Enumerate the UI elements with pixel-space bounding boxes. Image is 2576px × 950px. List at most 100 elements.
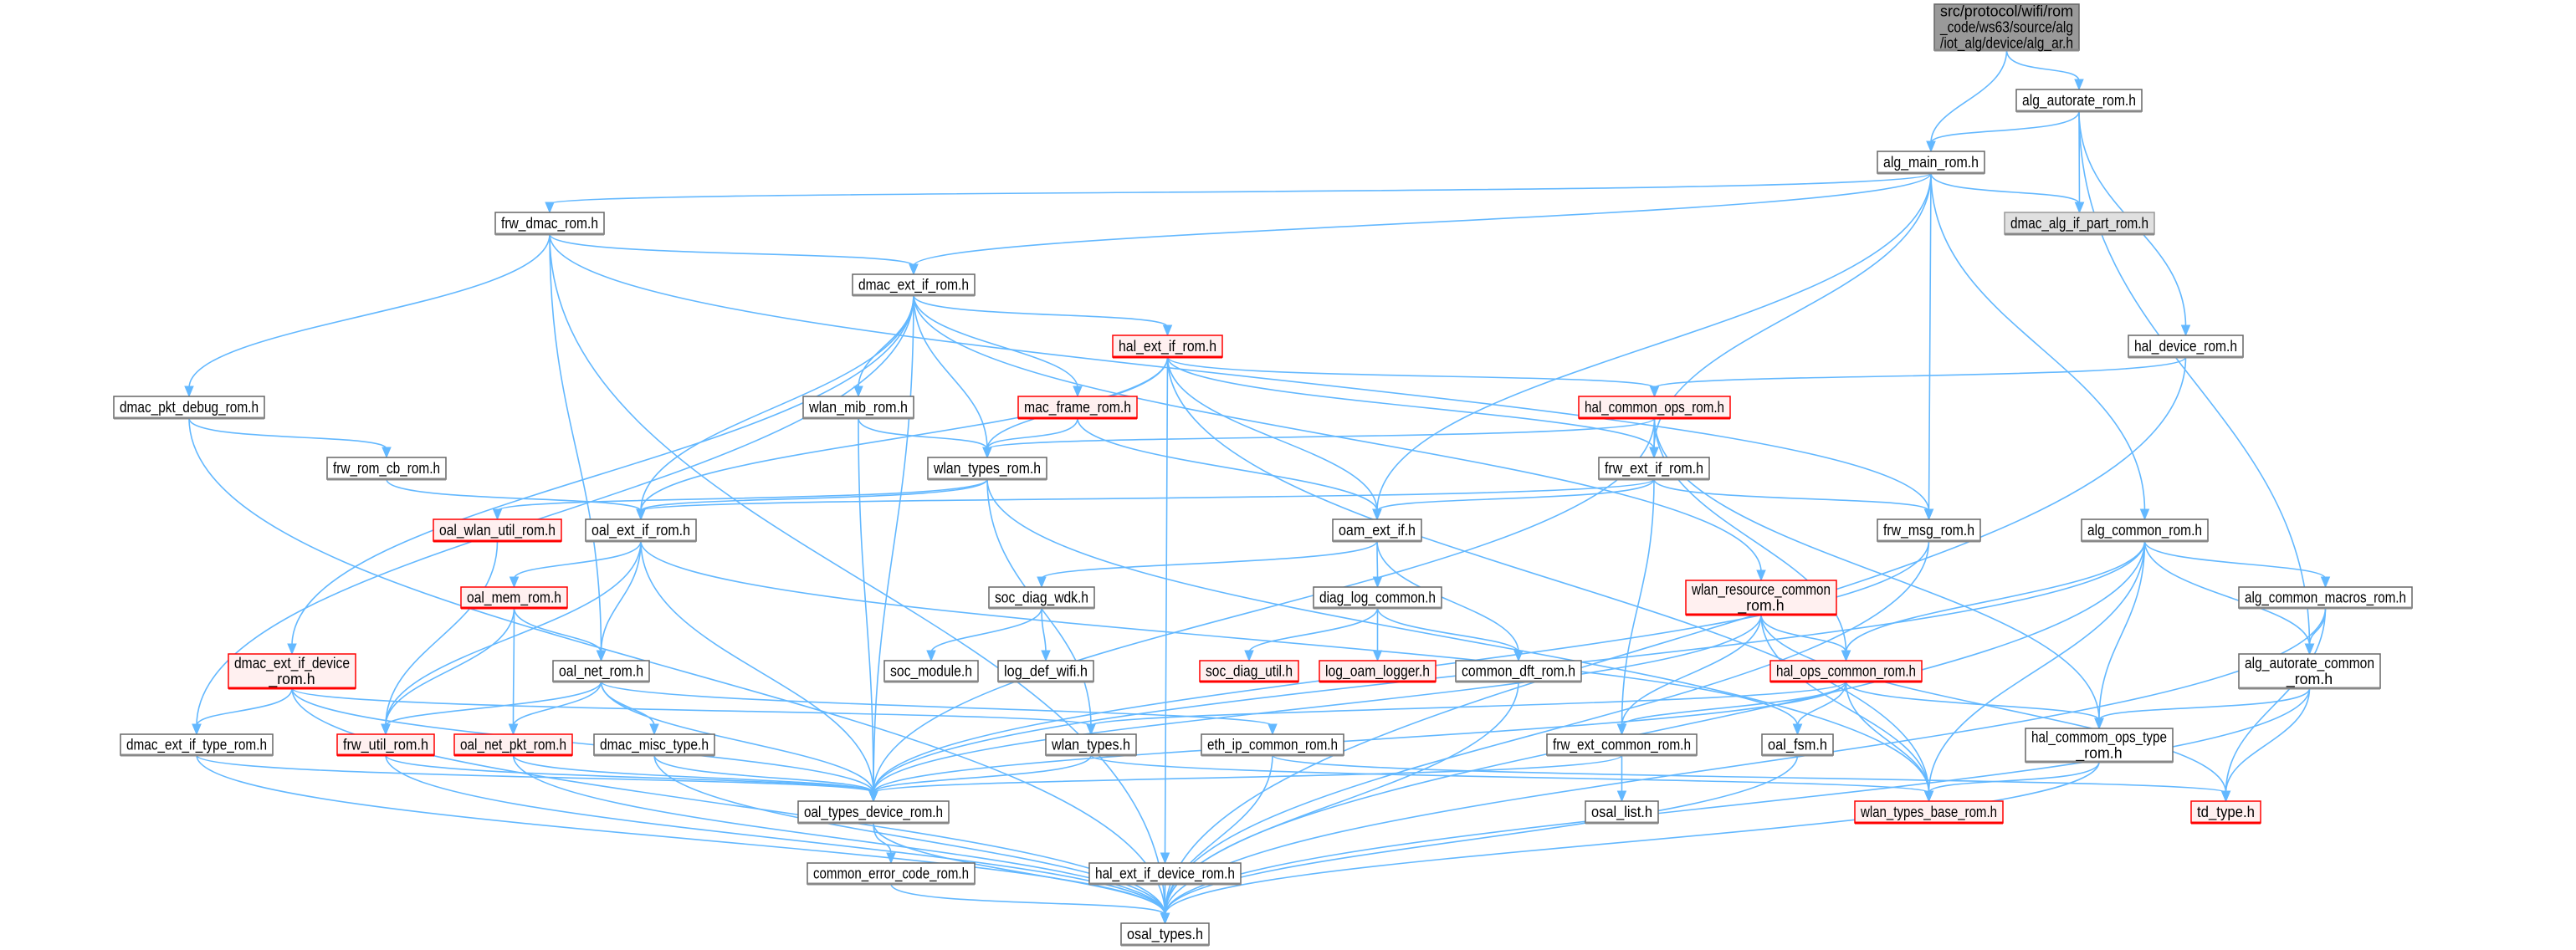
node-dmac-ext-if-type-rom[interactable]: dmac_ext_if_type_rom.h [120,733,274,757]
node-oal-ext-if-rom[interactable]: oal_ext_if_rom.h [585,518,697,543]
node-hal-ops-common-rom[interactable]: hal_ops_common_rom.h [1769,660,1923,683]
arrowhead-icon [1372,508,1382,521]
node-eth-ip-common-rom[interactable]: eth_ip_common_rom.h [1201,733,1344,757]
node-root[interactable]: src/protocol/wifi/rom_code/ws63/source/a… [1933,3,2080,53]
node-alg-common-rom[interactable]: alg_common_rom.h [2081,518,2209,543]
node-hal-commom-ops-type-rom[interactable]: hal_commom_ops_type_rom.h [2025,728,2174,764]
node-label: _rom.h [2075,745,2122,763]
edge-dmac_pkt_debug_rom-to-osal_types [188,417,1166,916]
node-osal-list[interactable]: osal_list.h [1585,800,1659,825]
node-label: oal_fsm.h [1768,737,1827,754]
node-frw-dmac-rom[interactable]: frw_dmac_rom.h [494,212,605,236]
edge-oal_net_rom-to-oal_types_device_rom [600,681,874,794]
node-label: hal_ops_common_rom.h [1776,663,1916,681]
node-frw-rom-cb-rom[interactable]: frw_rom_cb_rom.h [326,457,447,481]
node-log-def-wifi[interactable]: log_def_wifi.h [997,660,1094,683]
node-hal-ext-if-rom[interactable]: hal_ext_if_rom.h [1112,335,1223,359]
node-box [1546,733,1698,756]
node-label: _code/ws63/source/alg [1939,19,2073,37]
node-dmac-pkt-debug-rom[interactable]: dmac_pkt_debug_rom.h [113,396,265,420]
arrowhead-icon [2139,508,2150,521]
node-osal-types[interactable]: osal_types.h [1120,922,1210,947]
node-oal-mem-rom[interactable]: oal_mem_rom.h [460,586,568,610]
edge-frw_msg_rom-to-osal_types [1164,540,1930,916]
edge-alg_common_rom-to-alg_common_macros_rom [2143,540,2327,580]
node-hal-device-rom[interactable]: hal_device_rom.h [2128,335,2244,359]
arrowhead-icon [382,447,392,459]
edge-oal_fsm-to-osal_types [1164,754,1799,916]
edge-dmac_ext_if_rom-to-dmac_ext_if_type_rom [196,294,914,727]
node-wlan-types[interactable]: wlan_types.h [1045,733,1137,757]
edge-dmac_ext_if_rom-to-oal_ext_if_rom [640,294,914,512]
node-log-oam-logger[interactable]: log_oam_logger.h [1319,660,1437,683]
node-alg-autorate-rom[interactable]: alg_autorate_rom.h [2015,89,2143,113]
node-oam-ext-if[interactable]: oam_ext_if.h [1332,518,1422,543]
edge-frw_dmac_rom-to-frw_msg_rom [549,233,1930,512]
node-oal-net-rom[interactable]: oal_net_rom.h [552,660,650,683]
node-soc-diag-util[interactable]: soc_diag_util.h [1199,660,1299,683]
node-wlan-types-base-rom[interactable]: wlan_types_base_rom.h [1854,800,2004,825]
nodes-layer: src/protocol/wifi/rom_code/ws63/source/a… [113,3,2413,947]
node-hal-common-ops-rom[interactable]: hal_common_ops_rom.h [1578,396,1731,420]
node-oal-wlan-util-rom[interactable]: oal_wlan_util_rom.h [433,518,562,543]
node-td-type[interactable]: td_type.h [2190,800,2261,825]
node-soc-diag-wdk[interactable]: soc_diag_wdk.h [988,586,1095,610]
node-dmac-misc-type[interactable]: dmac_misc_type.h [593,733,715,757]
node-box [1120,922,1210,946]
node-label: hal_device_rom.h [2134,338,2237,355]
node-box [1017,396,1138,419]
node-alg-main-rom[interactable]: alg_main_rom.h [1877,151,1985,175]
node-box [2081,518,2209,542]
edge-dmac_ext_if_device_rom-to-dmac_ext_if_type_rom [196,687,293,727]
edge-frw_ext_if_rom-to-oam_ext_if [1376,478,1655,512]
node-label: wlan_resource_common [1691,581,1831,599]
node-diag-log-common[interactable]: diag_log_common.h [1313,586,1442,610]
node-oal-types-device-rom[interactable]: oal_types_device_rom.h [797,800,950,825]
node-box [326,457,447,480]
node-dmac-ext-if-device-rom[interactable]: dmac_ext_if_device_rom.h [228,653,356,690]
edge-mac_frame_rom-to-wlan_types_rom [986,417,1078,450]
node-label: alg_main_rom.h [1883,154,1979,171]
node-frw-msg-rom[interactable]: frw_msg_rom.h [1877,518,1981,543]
node-dmac-ext-if-rom[interactable]: dmac_ext_if_rom.h [852,273,976,297]
edge-dmac_ext_if_device_rom-to-wlan_types [291,687,1092,727]
node-frw-ext-common-rom[interactable]: frw_ext_common_rom.h [1546,733,1698,757]
node-soc-module[interactable]: soc_module.h [883,660,979,683]
edge-diag_log_common-to-soc_diag_util [1248,607,1379,653]
node-label: eth_ip_common_rom.h [1207,737,1338,754]
arrowhead-icon [1372,650,1383,662]
node-common-error-code-rom[interactable]: common_error_code_rom.h [807,862,976,886]
node-wlan-types-rom[interactable]: wlan_types_rom.h [927,457,1047,481]
node-oal-net-pkt-rom[interactable]: oal_net_pkt_rom.h [453,733,573,757]
edge-alg_autorate_rom-to-alg_main_rom [1930,110,2080,144]
node-hal-ext-if-device-rom[interactable]: hal_ext_if_device_rom.h [1088,862,1242,886]
arrowhead-icon [1923,790,1934,803]
arrowhead-icon [853,386,863,398]
node-label: osal_types.h [1127,926,1203,943]
edge-hal_ops_common_rom-to-hal_commom_ops_type_rom [1845,681,2100,721]
node-frw-util-rom[interactable]: frw_util_rom.h [336,733,435,757]
node-label: hal_common_ops_rom.h [1585,399,1724,416]
node-label: alg_autorate_rom.h [2022,92,2136,110]
node-box [988,586,1095,609]
edge-frw_util_rom-to-osal_types [385,754,1166,916]
arrowhead-icon [287,643,297,656]
edge-alg_common_rom-to-wlan_types_base_rom [1928,540,2146,794]
arrowhead-icon [1792,723,1803,736]
node-alg-common-macros-rom[interactable]: alg_common_macros_rom.h [2238,586,2413,610]
arrowhead-icon [2074,79,2084,91]
edge-oal_types_device_rom-to-common_error_code_rom [873,822,892,856]
node-oal-fsm[interactable]: oal_fsm.h [1761,733,1834,757]
edge-oal_ext_if_rom-to-oal_net_rom [600,540,642,653]
node-common-dft-rom[interactable]: common_dft_rom.h [1455,660,1582,683]
node-frw-ext-if-rom[interactable]: frw_ext_if_rom.h [1598,457,1710,481]
node-alg-autorate-common-rom[interactable]: alg_autorate_common_rom.h [2238,653,2381,690]
node-box [883,660,979,682]
node-wlan-resource-common-rom[interactable]: wlan_resource_common_rom.h [1685,580,1837,616]
edge-frw_ext_if_rom-to-frw_ext_common_rom [1621,478,1655,727]
node-mac-frame-rom[interactable]: mac_frame_rom.h [1017,396,1138,420]
arrowhead-icon [636,508,646,521]
node-dmac-alg-if-part-rom[interactable]: dmac_alg_if_part_rom.h [2004,212,2155,236]
node-wlan-mib-rom[interactable]: wlan_mib_rom.h [802,396,914,420]
edge-hal_ops_common_rom-to-wlan_types_base_rom [1845,681,1930,794]
